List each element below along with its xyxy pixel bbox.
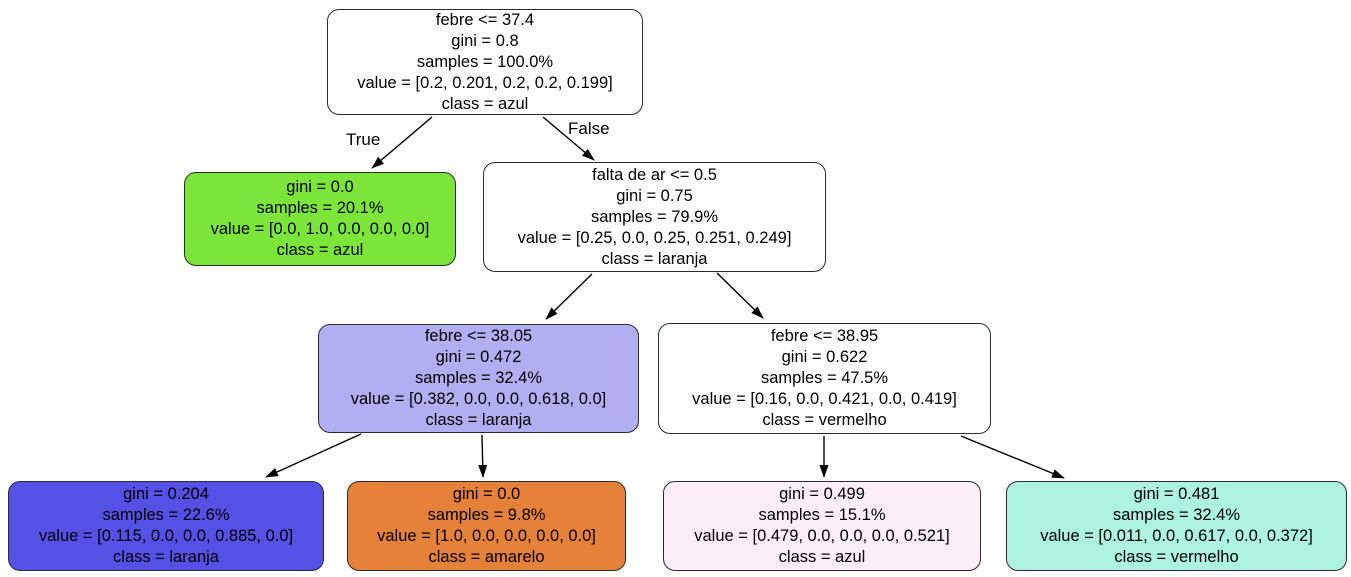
node-class: class = laranja <box>601 249 708 268</box>
node-condition: febre <= 38.95 <box>770 327 879 345</box>
node-class: class = laranja <box>425 411 532 429</box>
node-condition: febre <= 38.05 <box>424 327 533 345</box>
edge-falta-to-purple <box>545 273 593 320</box>
node-samples: samples = 79.9% <box>590 207 719 226</box>
node-gini: gini = 0.481 <box>1133 485 1220 503</box>
node-value: value = [0.25, 0.0, 0.25, 0.251, 0.249] <box>517 228 792 247</box>
node-value: value = [0.0, 1.0, 0.0, 0.0, 0.0] <box>210 220 430 238</box>
node-gini: gini = 0.204 <box>123 485 209 503</box>
node-gini: gini = 0.499 <box>779 485 865 503</box>
node-gini: gini = 0.472 <box>435 348 522 366</box>
node-class: class = laranja <box>113 548 219 566</box>
node-gini: gini = 0.8 <box>451 31 519 50</box>
node-gini: gini = 0.622 <box>781 348 868 366</box>
node-condition: falta de ar <= 0.5 <box>592 165 717 184</box>
node-leaf-green: gini = 0.0 samples = 20.1% value = [0.0,… <box>184 172 456 266</box>
edge-purple-to-orange <box>478 434 488 478</box>
node-febre-38-95: febre <= 38.95 gini = 0.622 samples = 47… <box>658 323 991 434</box>
node-samples: samples = 15.1% <box>758 506 886 524</box>
node-leaf-teal: gini = 0.481 samples = 32.4% value = [0.… <box>1006 481 1347 571</box>
node-samples: samples = 32.4% <box>414 369 543 387</box>
node-falta-de-ar: falta de ar <= 0.5 gini = 0.75 samples =… <box>483 162 826 272</box>
node-samples: samples = 22.6% <box>102 506 230 524</box>
node-value: value = [0.2, 0.201, 0.2, 0.2, 0.199] <box>357 73 613 92</box>
node-class: class = azul <box>778 548 866 566</box>
node-samples: samples = 9.8% <box>427 506 546 524</box>
node-value: value = [0.115, 0.0, 0.0, 0.885, 0.0] <box>38 527 294 545</box>
node-febre-38-05: febre <= 38.05 gini = 0.472 samples = 32… <box>318 324 639 433</box>
edge-label-false: False <box>568 119 610 138</box>
node-class: class = vermelho <box>762 411 887 429</box>
node-samples: samples = 32.4% <box>1112 506 1241 524</box>
node-value: value = [0.16, 0.0, 0.421, 0.0, 0.419] <box>692 390 957 408</box>
node-leaf-pink: gini = 0.499 samples = 15.1% value = [0.… <box>663 481 981 571</box>
node-gini: gini = 0.75 <box>616 186 693 205</box>
node-leaf-blue: gini = 0.204 samples = 22.6% value = [0.… <box>8 481 324 571</box>
node-samples: samples = 20.1% <box>256 199 384 217</box>
edge-label-true: True <box>346 130 381 149</box>
node-condition: febre <= 37.4 <box>435 10 535 29</box>
edge-falta-to-white2 <box>716 272 764 319</box>
node-root: febre <= 37.4 gini = 0.8 samples = 100.0… <box>327 9 643 115</box>
node-class: class = azul <box>441 94 529 113</box>
node-class: class = amarelo <box>428 548 545 566</box>
node-samples: samples = 47.5% <box>760 369 889 387</box>
node-gini: gini = 0.0 <box>286 178 354 196</box>
edge-purple-to-blue <box>265 433 362 478</box>
node-samples: samples = 100.0% <box>416 52 554 71</box>
edge-root-to-green <box>371 116 433 169</box>
edge-white2-to-teal <box>960 435 1065 479</box>
node-value: value = [0.011, 0.0, 0.617, 0.0, 0.372] <box>1040 527 1313 545</box>
node-leaf-orange: gini = 0.0 samples = 9.8% value = [1.0, … <box>347 481 626 571</box>
node-gini: gini = 0.0 <box>452 485 521 503</box>
node-value: value = [1.0, 0.0, 0.0, 0.0, 0.0] <box>377 527 596 545</box>
node-value: value = [0.382, 0.0, 0.0, 0.618, 0.0] <box>350 390 607 408</box>
node-value: value = [0.479, 0.0, 0.0, 0.0, 0.521] <box>694 527 950 545</box>
node-class: class = azul <box>276 241 364 259</box>
node-class: class = vermelho <box>1114 548 1239 566</box>
